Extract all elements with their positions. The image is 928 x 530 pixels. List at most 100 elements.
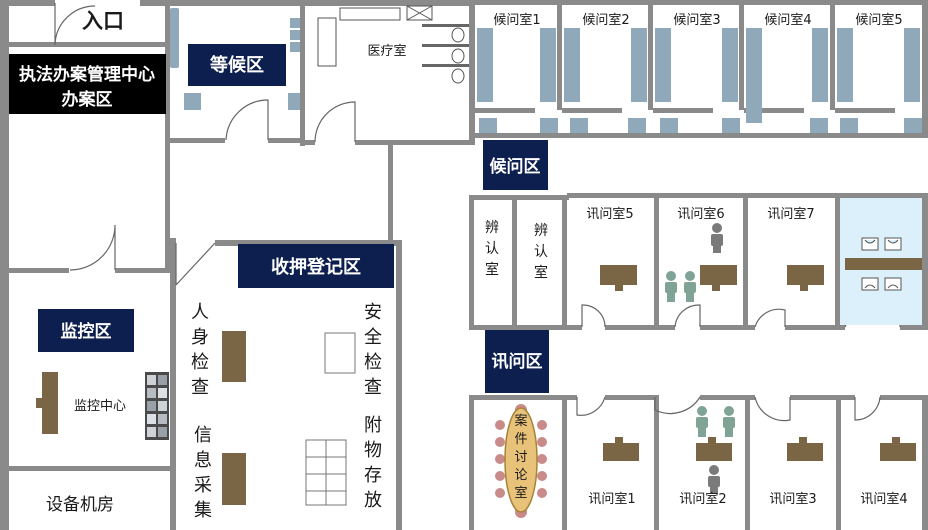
holding-room-4-label: 候问室4 [764, 12, 811, 28]
holding-room-1-label: 候问室1 [493, 12, 540, 28]
interrogation-room-6-label: 讯问室6 [677, 206, 724, 222]
entrance-label: 入口 [82, 9, 124, 33]
toilet-icon [861, 237, 879, 251]
holding-room-3-label: 候问室3 [673, 12, 720, 28]
waiting-area-label: 等候区 [210, 54, 264, 76]
interrogation-area-label: 讯问区 [492, 351, 543, 372]
svg-text:人: 人 [191, 302, 209, 323]
door-icon [54, 3, 96, 46]
svg-text:室: 室 [485, 261, 499, 278]
medical-room-label: 医疗室 [367, 43, 406, 59]
svg-text:采: 采 [194, 475, 212, 496]
chair-icon [290, 30, 300, 40]
svg-text:查: 查 [191, 377, 209, 398]
counter-icon [845, 258, 922, 270]
body-check-label: 人 身 检 查 [191, 302, 209, 398]
waiting-area: 等候区 [170, 8, 300, 110]
svg-text:物: 物 [364, 440, 382, 461]
svg-text:信: 信 [194, 425, 212, 446]
center-label-line1: 执法办案管理中心 [19, 64, 155, 85]
toilet-icon [451, 68, 465, 84]
sink-icon [339, 7, 401, 21]
monitor-area-label: 监控区 [61, 321, 112, 342]
svg-text:论: 论 [514, 468, 527, 483]
desk-icon [222, 453, 246, 505]
svg-text:附: 附 [364, 415, 382, 436]
desk-icon [600, 265, 824, 291]
identify-room-right: 辨 认 室 [534, 223, 548, 281]
equipment-room-label: 设备机房 [46, 495, 114, 515]
svg-text:辨: 辨 [534, 223, 548, 239]
door-icon [581, 304, 606, 328]
chair-icon [290, 18, 300, 28]
door-icon [654, 396, 701, 415]
monitor-center-label: 监控中心 [74, 399, 126, 414]
svg-text:检: 检 [191, 352, 209, 373]
center-label-line2: 办案区 [62, 89, 113, 110]
svg-text:全: 全 [364, 327, 382, 348]
holding-area-label: 候问区 [490, 156, 541, 177]
item-storage-label: 附 物 存 放 [364, 415, 382, 511]
toilet-icon [861, 277, 879, 291]
person-icon [665, 271, 696, 302]
info-collect-label: 信 息 采 集 [194, 425, 212, 521]
svg-text:案: 案 [514, 414, 527, 429]
chair-icon [288, 93, 300, 110]
svg-text:存: 存 [364, 465, 382, 486]
safety-check-label: 安 全 检 查 [364, 302, 382, 398]
person-icon [711, 223, 723, 253]
door-icon [225, 99, 269, 141]
svg-text:辨: 辨 [485, 220, 499, 236]
interrogation-room-4-label: 讯问室4 [860, 491, 907, 507]
center-label-box [9, 54, 166, 114]
svg-text:室: 室 [534, 264, 548, 281]
door-icon [674, 304, 701, 328]
door-icon [754, 396, 791, 422]
door-icon [576, 396, 606, 416]
interrogation-room-2-label: 讯问室2 [679, 491, 726, 507]
door-icon [175, 242, 216, 286]
svg-text:室: 室 [514, 485, 527, 501]
monitor-wall-icon [145, 372, 169, 440]
monitor-area: 监控区 监控中心 [36, 309, 169, 440]
door-icon [854, 396, 881, 421]
interrogation-room-5-label: 讯问室5 [586, 206, 633, 222]
svg-text:讨: 讨 [514, 450, 527, 465]
custody-area-label: 收押登记区 [271, 256, 361, 278]
medical-room: 医疗室 [317, 5, 469, 84]
svg-text:集: 集 [194, 500, 212, 521]
svg-text:身: 身 [191, 327, 209, 348]
holding-rooms [477, 28, 922, 133]
holding-room-5-label: 候问室5 [855, 12, 902, 28]
toilet-icon [884, 277, 902, 291]
storage-locker-icon [305, 439, 347, 506]
door-icon [754, 308, 786, 328]
door-icon [314, 101, 356, 143]
toilet-icon [451, 27, 465, 43]
holding-area-box [483, 140, 548, 190]
person-icon [708, 465, 720, 494]
holding-room-2-label: 候问室2 [582, 12, 629, 28]
case-discussion-room: 案 件 讨 论 室 [495, 404, 547, 518]
interrogation-room-1-label: 讯问室1 [588, 491, 635, 507]
chair-icon [184, 93, 201, 110]
svg-text:件: 件 [514, 432, 527, 447]
svg-text:认: 认 [534, 244, 548, 260]
door-icon [69, 224, 116, 271]
toilet-icon [884, 237, 902, 251]
svg-text:安: 安 [364, 302, 382, 323]
scanner-icon [324, 332, 356, 374]
svg-text:息: 息 [194, 450, 212, 471]
identify-room-left: 辨 认 室 [485, 220, 499, 278]
washroom [840, 198, 922, 325]
interrogation-room-7-label: 讯问室7 [767, 206, 814, 222]
person-icon [696, 406, 735, 437]
desk-icon [42, 372, 58, 434]
desk-icon [222, 331, 246, 382]
interrogation-room-3-label: 讯问室3 [769, 491, 816, 507]
toilet-icon [451, 48, 465, 64]
interrogation-area-box [485, 330, 549, 393]
medical-bed-icon [317, 17, 337, 67]
